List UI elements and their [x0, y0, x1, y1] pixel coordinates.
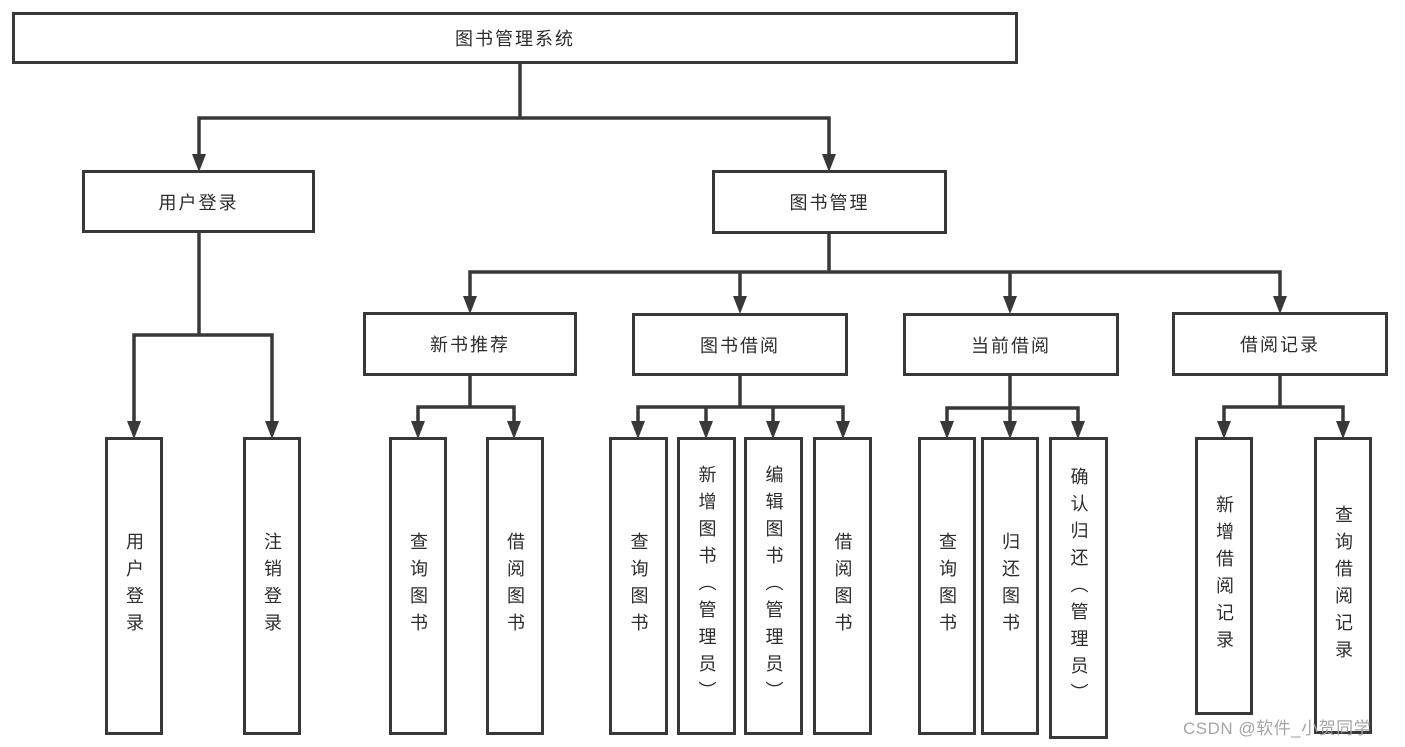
node-current-return-books: 归还图书: [981, 437, 1039, 735]
node-label: 图书管理: [789, 193, 870, 213]
node-user-login-branch: 用户登录: [82, 170, 315, 233]
node-label: 编辑图书（管理员）: [763, 464, 784, 708]
node-book-management: 图书管理: [712, 170, 947, 234]
node-label: 借阅图书: [505, 532, 525, 640]
arrowhead: [1336, 421, 1350, 439]
node-label: 查询图书: [937, 532, 957, 640]
node-label: 归还图书: [1000, 532, 1020, 640]
node-label: 借阅图书: [832, 532, 853, 640]
node-current-borrowing: 当前借阅: [903, 313, 1119, 376]
arrowhead: [836, 421, 850, 439]
node-label: 查询借阅记录: [1333, 504, 1353, 667]
arrowhead: [411, 421, 425, 439]
arrowhead: [1071, 421, 1085, 439]
node-new-book-recommend: 新书推荐: [363, 312, 577, 376]
arrowhead: [822, 154, 836, 172]
node-label: 当前借阅: [971, 335, 1051, 356]
arrowhead: [766, 421, 780, 439]
node-label: 新书推荐: [430, 335, 510, 355]
node-label: 图书管理系统: [455, 29, 575, 49]
node-recommend-query-books: 查询图书: [389, 437, 447, 735]
node-borrowing-edit-books-admin: 编辑图书（管理员）: [744, 437, 803, 735]
arrowhead: [507, 421, 521, 439]
watermark: CSDN @软件_小贺同学: [1183, 719, 1372, 738]
arrowhead: [1003, 421, 1017, 439]
node-label: 确认归还（管理员）: [1068, 466, 1089, 710]
node-borrowing-add-books-admin: 新增图书（管理员）: [677, 437, 736, 735]
node-label: 查询图书: [628, 532, 649, 640]
node-user-login-leaf: 用户登录: [105, 437, 163, 735]
node-logout: 注销登录: [243, 437, 301, 735]
node-recommend-borrow-books: 借阅图书: [486, 437, 544, 735]
node-records-add-record: 新增借阅记录: [1195, 437, 1253, 715]
arrowhead: [192, 154, 206, 172]
arrowhead: [127, 421, 141, 439]
node-book-borrowing: 图书借阅: [632, 313, 848, 376]
node-current-query-books: 查询图书: [918, 437, 976, 735]
arrowhead: [733, 296, 747, 314]
node-library-system: 图书管理系统: [12, 12, 1018, 64]
arrowhead: [1003, 296, 1017, 314]
node-current-confirm-return-admin: 确认归还（管理员）: [1049, 437, 1108, 739]
node-label: 用户登录: [158, 192, 239, 213]
arrowhead: [463, 296, 477, 314]
node-borrowing-records: 借阅记录: [1172, 312, 1388, 376]
node-label: 注销登录: [262, 532, 282, 640]
node-records-query-record: 查询借阅记录: [1314, 437, 1372, 734]
node-borrowing-query-books: 查询图书: [609, 437, 668, 735]
arrowhead: [1273, 296, 1287, 314]
node-label: 用户登录: [124, 532, 144, 640]
node-label: 新增借阅记录: [1214, 495, 1234, 657]
arrowhead: [631, 421, 645, 439]
arrowhead: [1217, 421, 1231, 439]
node-label: 查询图书: [408, 532, 428, 640]
arrowhead: [699, 421, 713, 439]
node-label: 借阅记录: [1240, 335, 1320, 355]
node-borrowing-borrow-books: 借阅图书: [813, 437, 872, 735]
arrowhead: [940, 421, 954, 439]
arrowhead: [265, 421, 279, 439]
node-label: 图书借阅: [700, 335, 780, 356]
node-label: 新增图书（管理员）: [696, 464, 717, 708]
